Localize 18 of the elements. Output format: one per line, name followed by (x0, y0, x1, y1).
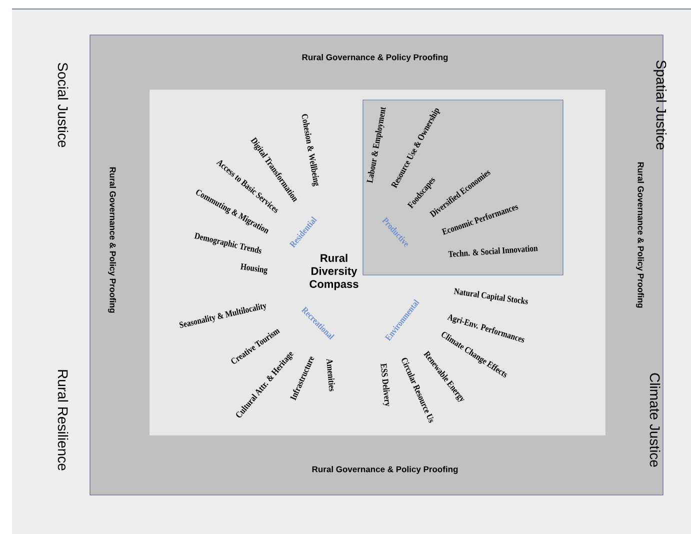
theme-label: Housing (240, 263, 268, 275)
justice-label: Spatial Justice (653, 60, 667, 150)
justice-label: Climate Justice (650, 373, 660, 467)
band-label: Rural Governance & Policy Proofing (108, 167, 116, 313)
theme-label: ESS Delivery (380, 363, 390, 406)
theme-label: Seasonality & Multilocality (179, 304, 266, 328)
theme-label: Amenities (326, 359, 335, 392)
theme-label: Techn. & Social Innovation (448, 245, 538, 258)
compass-title: Rural Diversity Compass (310, 254, 358, 290)
justice-label: Rural Resilience (58, 370, 68, 470)
band-label: Rural Governance & Policy Proofing (636, 162, 644, 308)
justice-label: Social Justice (58, 62, 68, 148)
band-label: Rural Governance & Policy Proofing (302, 54, 448, 62)
theme-label: Labour & Employment (366, 106, 386, 184)
theme-label: Cohesion & Wellbeing (302, 114, 319, 186)
sector-box (362, 100, 564, 276)
band-label: Rural Governance & Policy Proofing (312, 466, 458, 474)
theme-label: Natural Capital Stocks (454, 288, 528, 304)
